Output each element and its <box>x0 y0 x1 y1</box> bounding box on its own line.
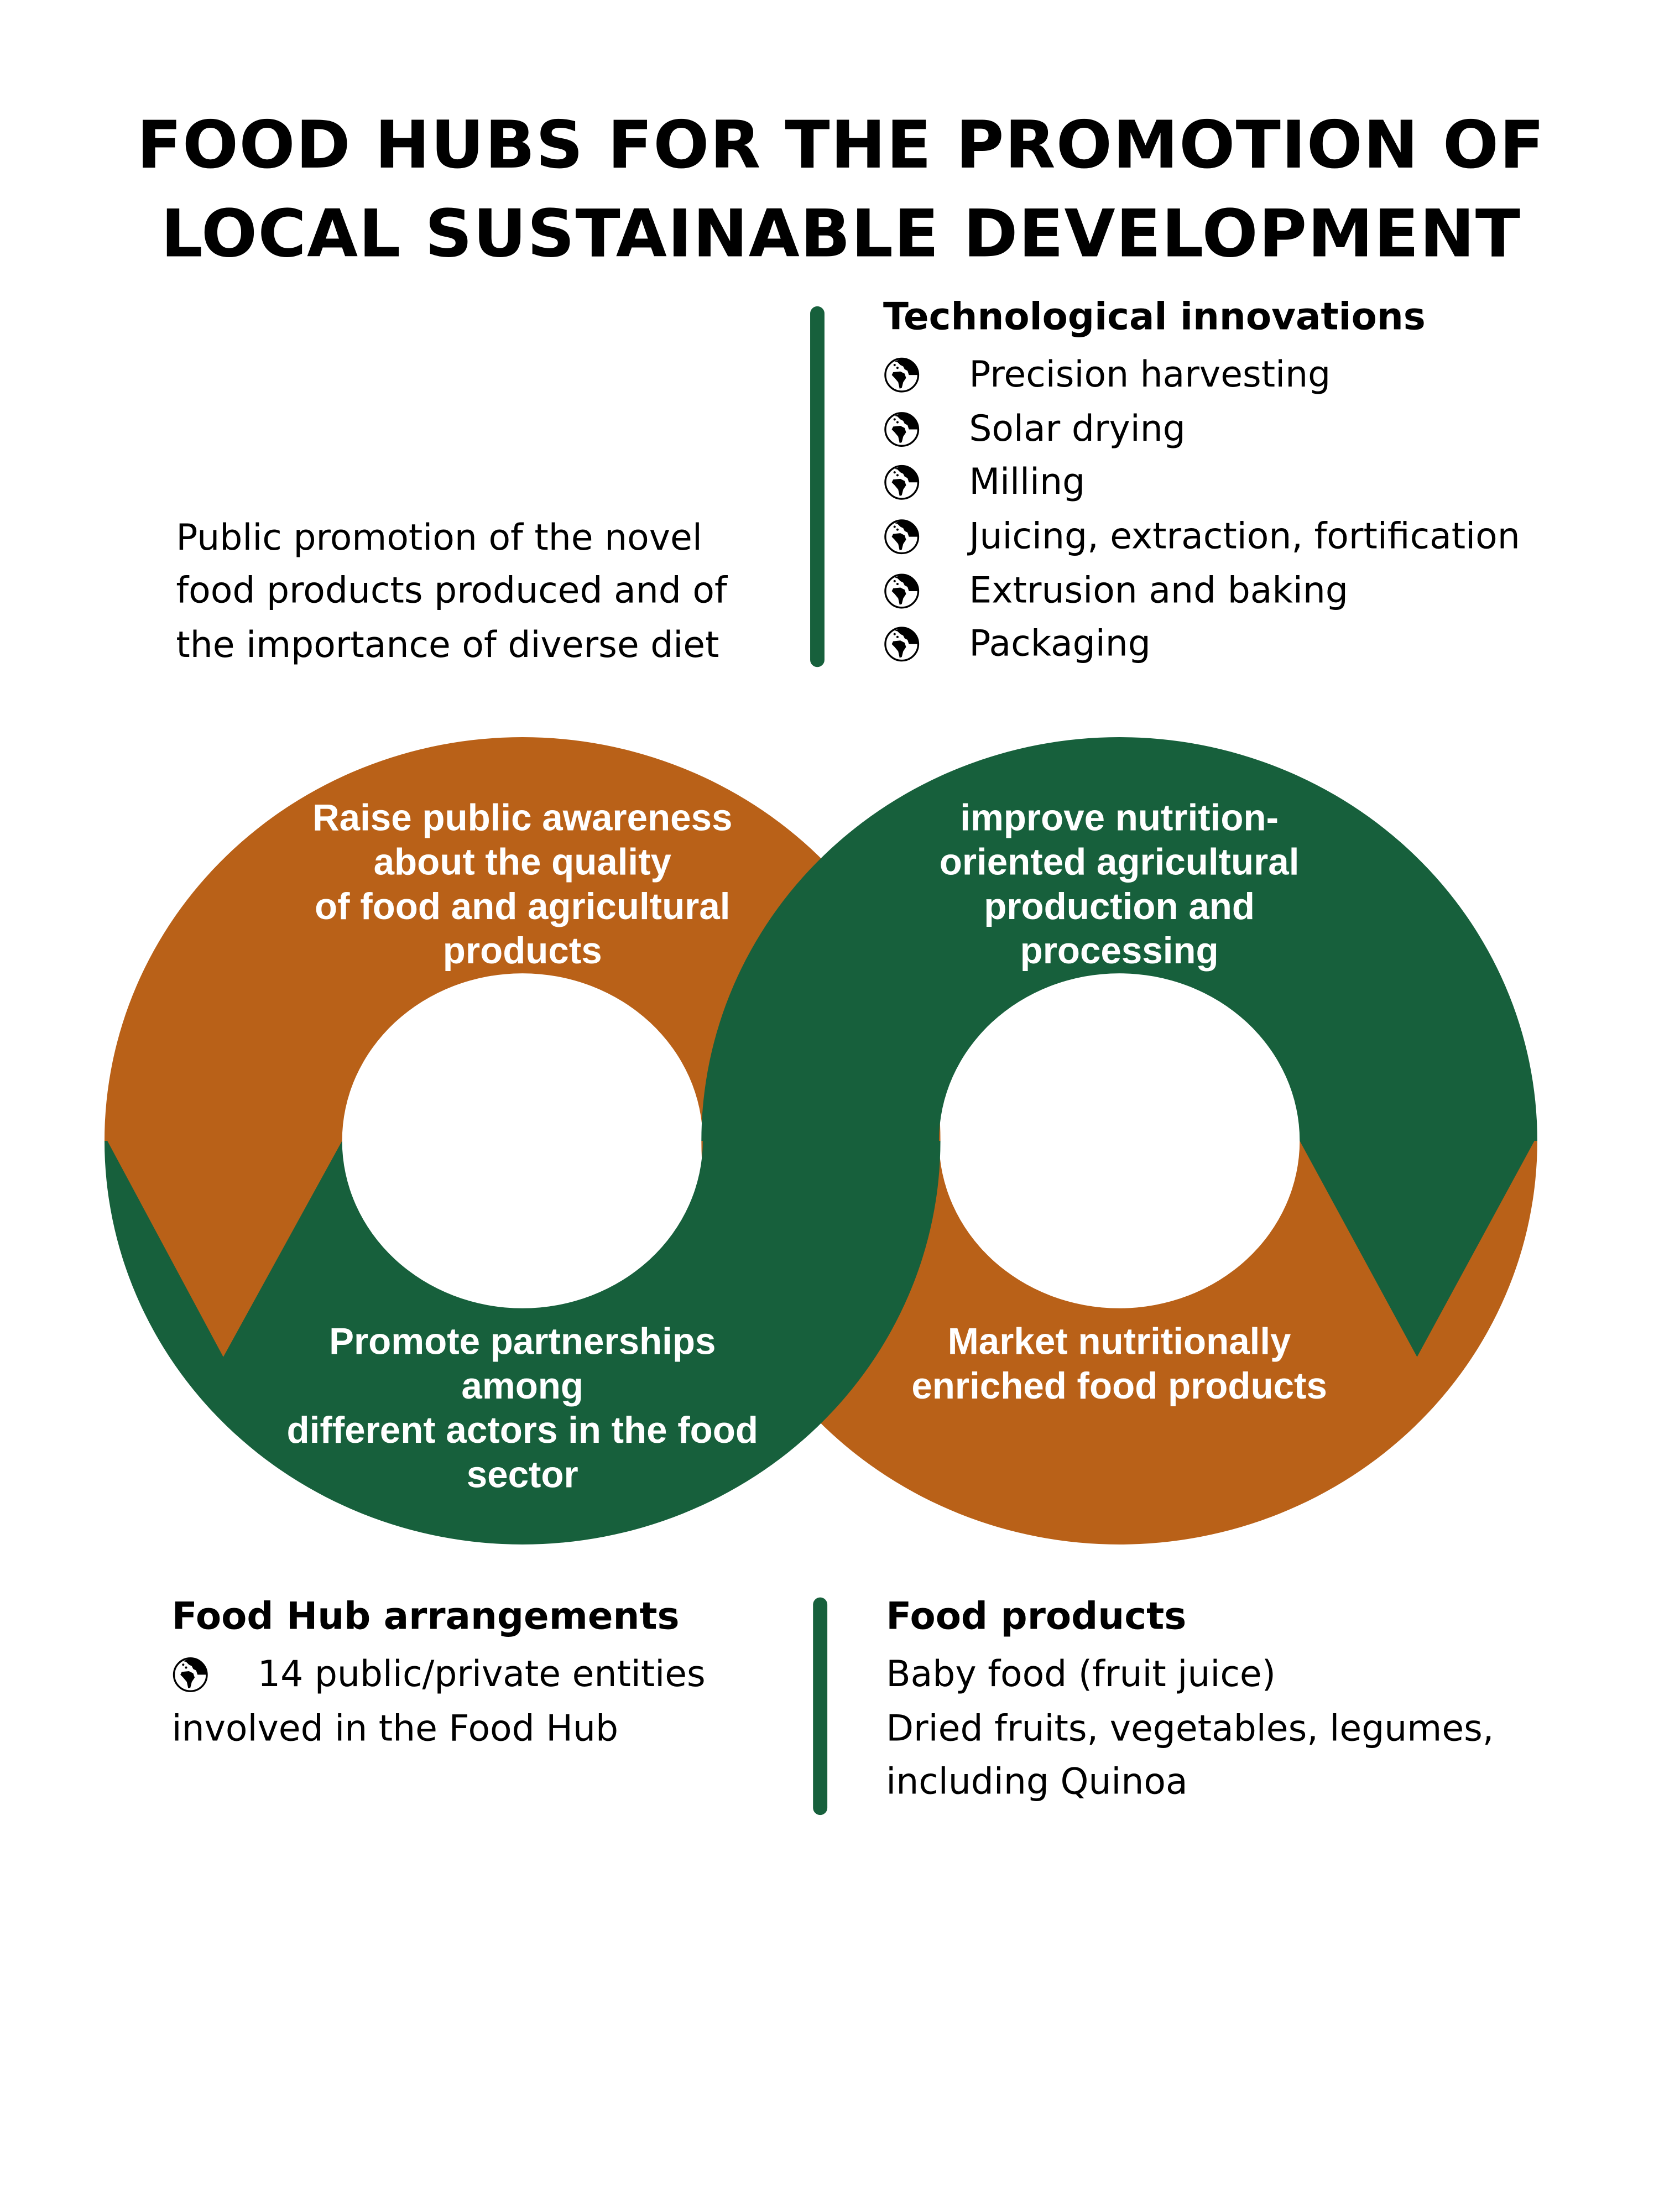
page-title-line-1: FOOD HUBS FOR THE PROMOTION OF <box>137 106 1546 184</box>
right-arrow-wedge <box>1300 1140 1535 1357</box>
improve-production-line-1: improve nutrition-oriented agricultural <box>939 796 1300 884</box>
globe-icon <box>172 1656 209 1693</box>
tech-item: Packaging <box>969 622 1151 665</box>
promotion-text-line: food products produced and of <box>176 570 727 612</box>
improve-production-label: improve nutrition-oriented agricultural … <box>905 796 1334 973</box>
market-products-line-1: Market nutritionally <box>947 1319 1291 1363</box>
food-hub-item-continued: involved in the Food Hub <box>171 1707 619 1750</box>
divider-bar-bottom <box>813 1597 828 1815</box>
tech-item: Precision harvesting <box>969 353 1331 395</box>
page-title-line-2: LOCAL SUSTAINABLE DEVELOPMENT <box>160 195 1521 272</box>
market-products-line-2: enriched food products <box>911 1364 1327 1407</box>
promote-partnerships-line-1: Promote partnerships among <box>329 1319 716 1407</box>
raise-awareness-line-2: of food and agricultural products <box>315 884 731 972</box>
right-ring-top-segment <box>701 737 1537 1141</box>
food-product-line: including Quinoa <box>886 1760 1188 1802</box>
tech-item: Juicing, extraction, fortification <box>969 515 1520 557</box>
food-product-line: Baby food (fruit juice) <box>886 1653 1276 1695</box>
tech-innovations-heading: Technological innovations <box>883 296 1426 340</box>
promote-partnerships-label: Promote partnerships among different act… <box>279 1320 766 1498</box>
improve-production-line-2: production and processing <box>984 884 1255 972</box>
raise-awareness-line-1: Raise public awareness about the quality <box>312 796 733 884</box>
food-product-line: Dried fruits, vegetables, legumes, <box>886 1707 1494 1750</box>
tech-item: Solar drying <box>969 408 1186 450</box>
tech-item: Milling <box>969 461 1086 503</box>
food-products-heading: Food products <box>886 1596 1187 1639</box>
promote-partnerships-line-2: different actors in the food sector <box>286 1408 759 1496</box>
left-arrow-wedge <box>107 1140 342 1357</box>
market-products-label: Market nutritionally enriched food produ… <box>905 1320 1334 1408</box>
raise-awareness-label: Raise public awareness about the quality… <box>308 796 738 973</box>
left-ring-bottom-segment <box>104 1140 941 1545</box>
food-hub-item: 14 public/private entities <box>257 1653 706 1695</box>
food-hub-heading: Food Hub arrangements <box>171 1596 680 1639</box>
tech-item: Extrusion and baking <box>969 570 1348 612</box>
promotion-text-line: the importance of diverse diet <box>176 624 719 666</box>
divider-bar-top <box>810 306 825 667</box>
promotion-text-line: Public promotion of the novel <box>176 517 702 559</box>
